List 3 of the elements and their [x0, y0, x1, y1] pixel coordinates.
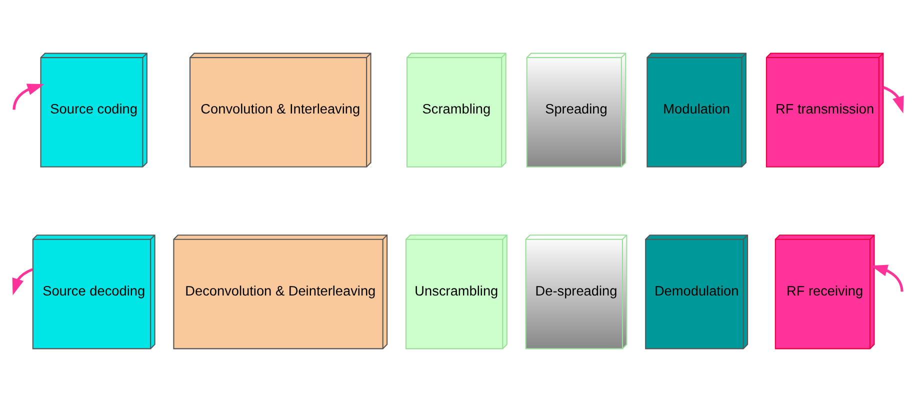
arrow	[12, 268, 32, 296]
arrow	[12, 84, 44, 110]
arrow	[882, 86, 904, 114]
